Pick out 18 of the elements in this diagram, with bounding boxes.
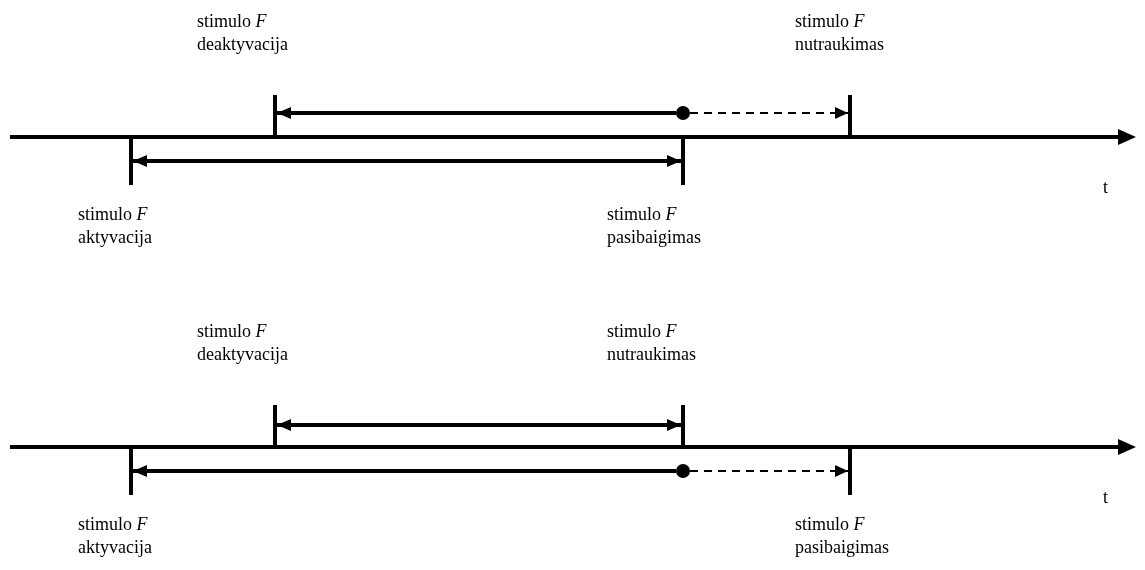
event-label: stimulo F aktyvacija xyxy=(78,513,153,559)
event-label: stimulo F pasibaigimas xyxy=(795,513,890,559)
event-label: stimulo F nutraukimas xyxy=(795,10,885,56)
arrow xyxy=(133,465,676,477)
arrow xyxy=(277,107,676,119)
arrow xyxy=(277,419,681,431)
dot-marker xyxy=(676,464,690,478)
arrow xyxy=(133,155,681,167)
event-label: stimulo F deaktyvacija xyxy=(197,320,289,366)
axis-label: t xyxy=(1103,177,1108,198)
dashed-arrow xyxy=(689,107,849,119)
event-label: stimulo F nutraukimas xyxy=(607,320,697,366)
event-label: stimulo F deaktyvacija xyxy=(197,10,289,56)
event-label: stimulo F pasibaigimas xyxy=(607,203,702,249)
axis-label: t xyxy=(1103,487,1108,508)
dashed-arrow xyxy=(689,465,849,477)
event-label: stimulo F aktyvacija xyxy=(78,203,153,249)
dot-marker xyxy=(676,106,690,120)
